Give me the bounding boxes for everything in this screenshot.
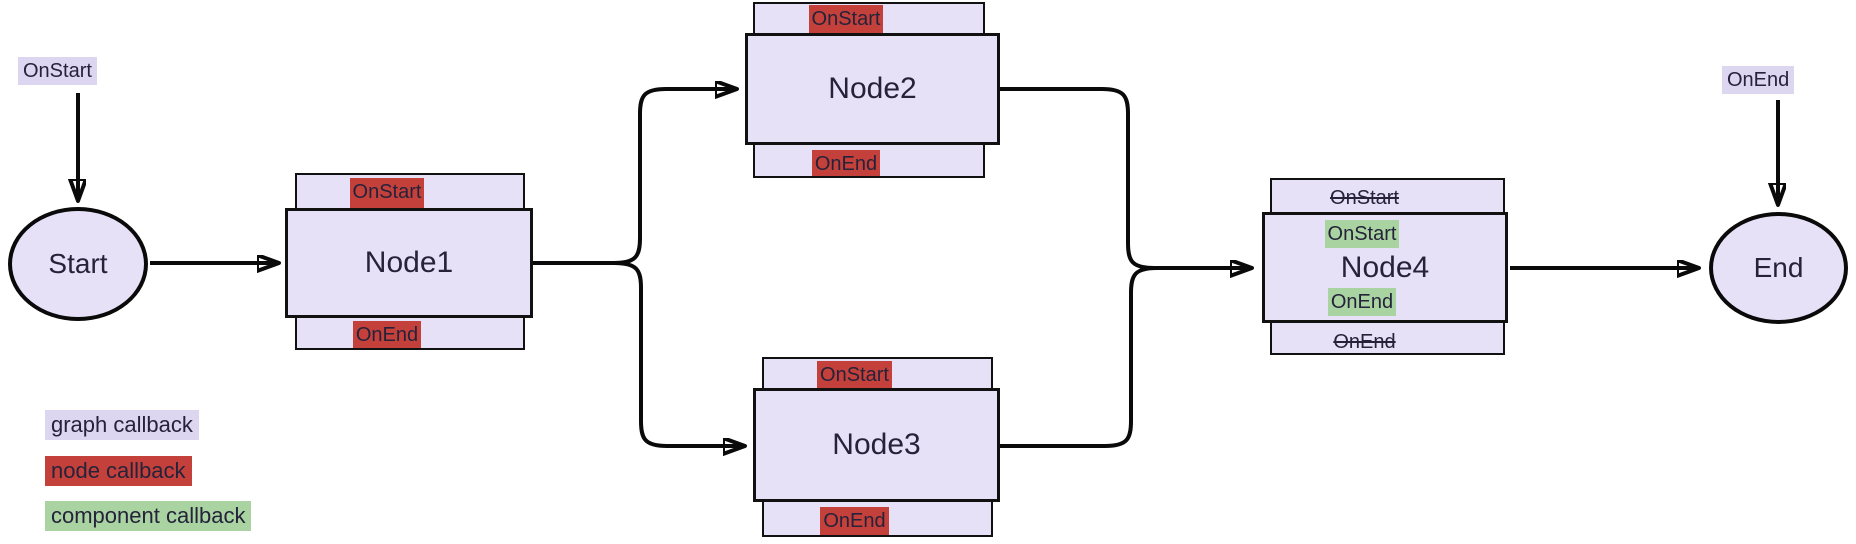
node4-body: OnStart Node4 OnEnd (1262, 212, 1508, 323)
node1-title: Node1 (364, 246, 454, 279)
legend-item-node-callback: node callback (45, 456, 192, 486)
edge-node1-to-node2 (533, 89, 736, 265)
start-node: Start (8, 207, 148, 321)
edge-node2-to-merge (1000, 87, 1165, 270)
end-node-label: End (1753, 252, 1804, 283)
node4-title: Node4 (1340, 250, 1430, 284)
node4-onend-component-label: OnEnd (1327, 287, 1397, 316)
end-node: End (1709, 212, 1848, 324)
node2-onend-label: OnEnd (811, 150, 881, 176)
node4-onstart-component-label: OnStart (1324, 219, 1400, 248)
node2-body: Node2 (745, 33, 1000, 145)
node3-title: Node3 (832, 428, 921, 461)
node1-group: OnStart OnEnd Node1 (285, 173, 533, 350)
node1-onend-label: OnEnd (352, 321, 422, 348)
node4-group: OnStart OnEnd OnStart Node4 OnEnd (1262, 178, 1508, 355)
edge-node3-to-merge (1000, 266, 1165, 448)
legend-item-graph-callback: graph callback (45, 410, 199, 440)
edge-node1-to-node3 (533, 261, 744, 446)
graph-onstart-label: OnStart (18, 57, 97, 85)
node3-onend-label: OnEnd (820, 507, 889, 535)
node3-body: Node3 (753, 388, 1000, 502)
legend-item-component-callback: component callback (45, 501, 252, 531)
node4-onstart-struck-label: OnStart (1330, 187, 1399, 209)
start-node-label: Start (48, 248, 108, 279)
graph-onend-label: OnEnd (1722, 66, 1795, 94)
node4-onend-struck-label: OnEnd (1333, 331, 1396, 353)
node1-body: Node1 (285, 208, 533, 318)
node3-group: OnStart OnEnd Node3 (753, 357, 1000, 537)
node2-title: Node2 (828, 72, 917, 105)
node2-group: OnStart OnEnd Node2 (745, 2, 1000, 178)
